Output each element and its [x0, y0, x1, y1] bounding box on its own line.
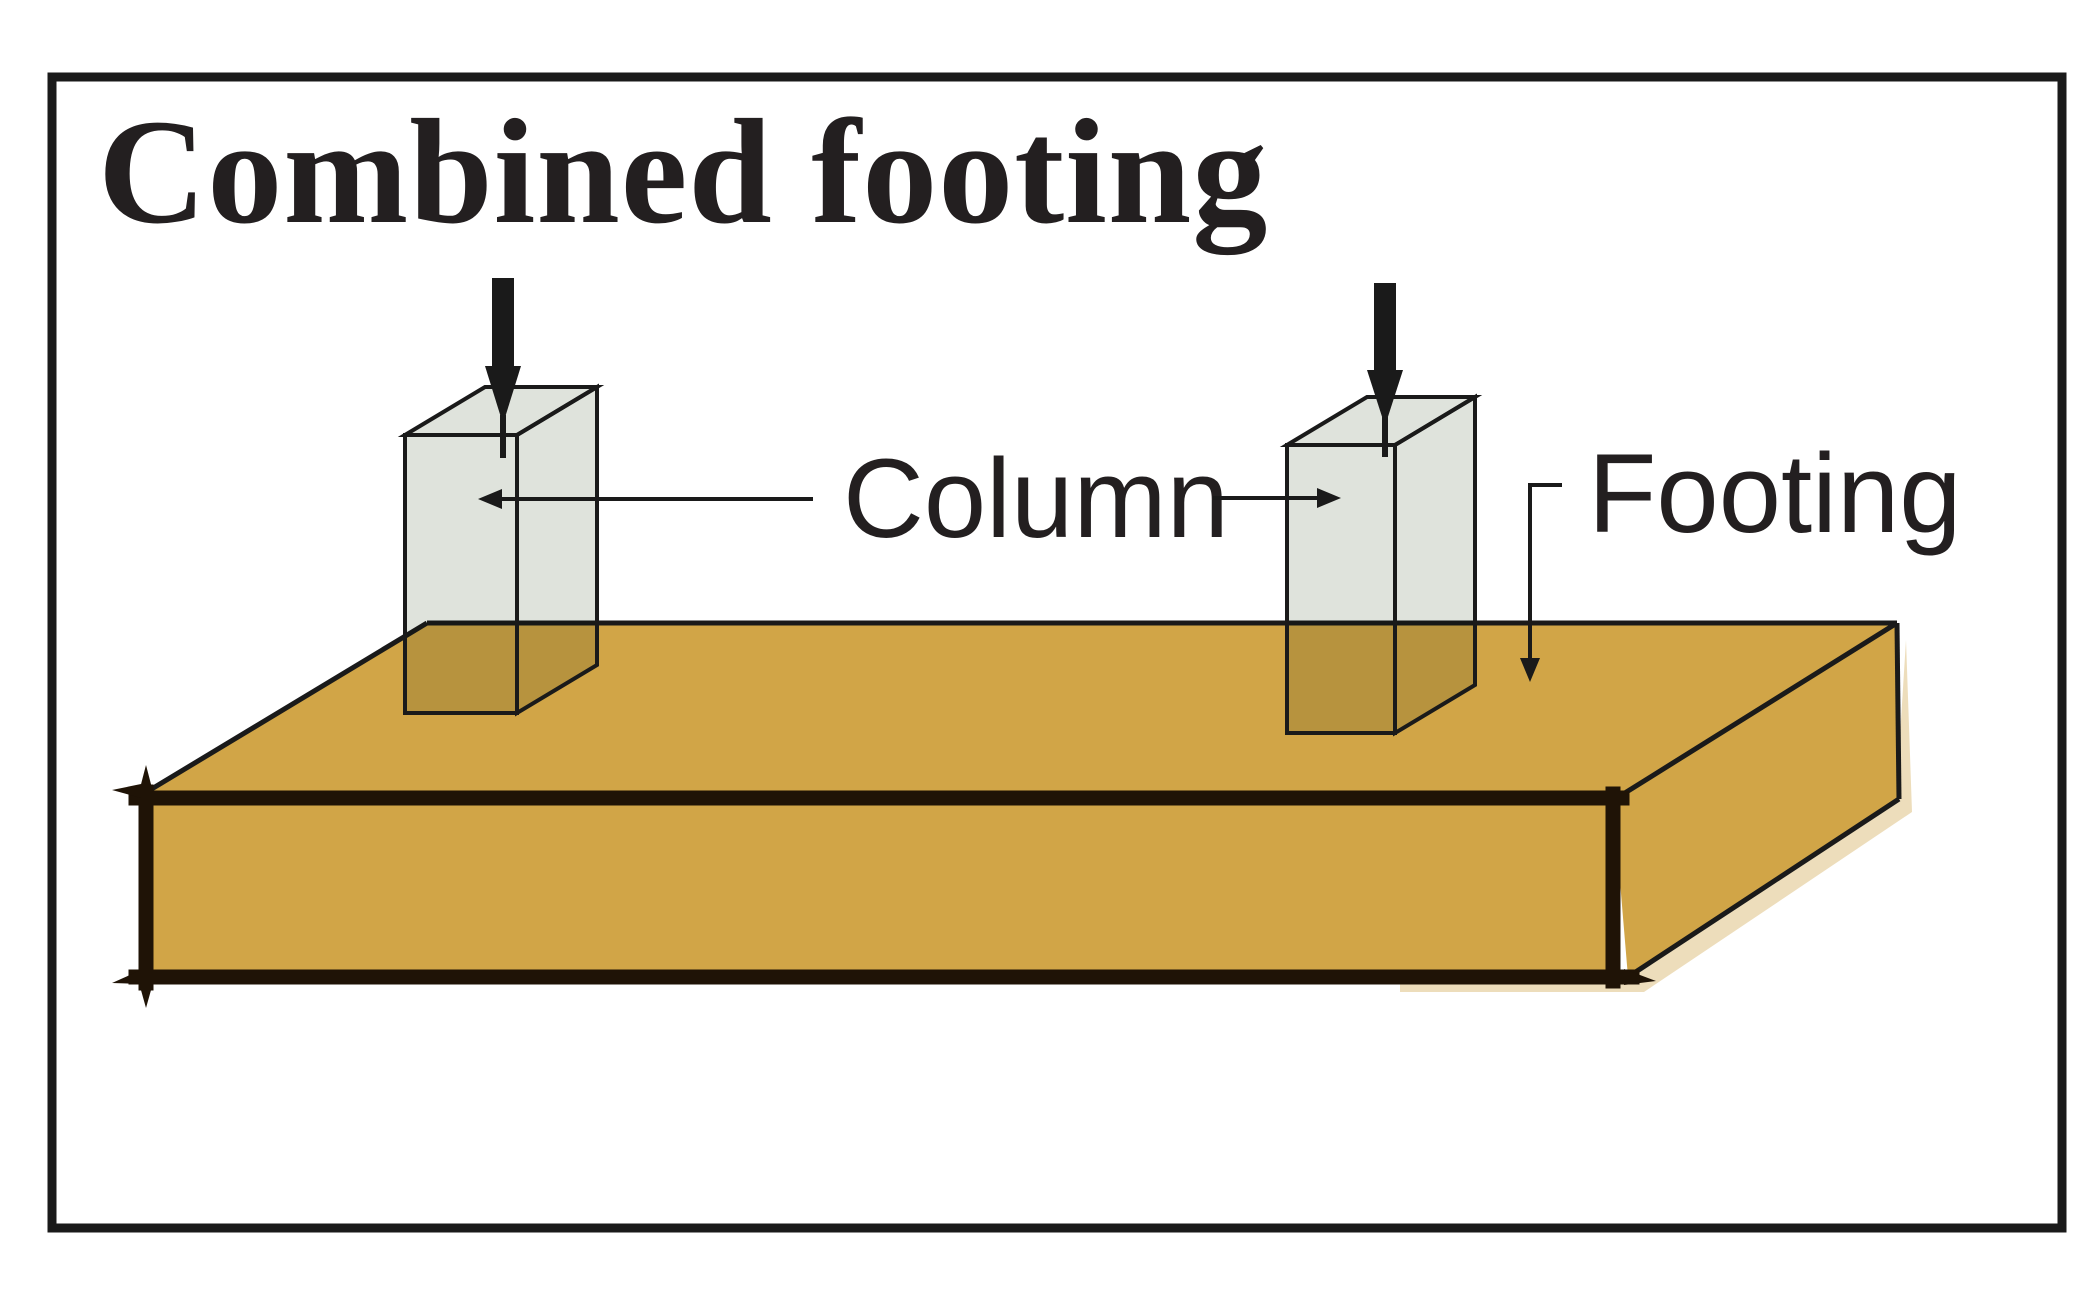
footing-right-edge: [1894, 622, 1902, 800]
spur-bottom-right-out: [1624, 969, 1656, 985]
down-arrow-icon: [485, 278, 521, 458]
border-frame: [47, 72, 2067, 1233]
footing-bottomright-edge: [1626, 796, 1901, 980]
spur-bottom-left-out: [112, 970, 141, 984]
right-column-edges: [1279, 393, 1483, 737]
column-callout: Column: [478, 436, 1341, 561]
right-column-side-face: [1395, 397, 1475, 733]
column-label: Column: [843, 436, 1229, 561]
spur-top-left-out: [112, 784, 141, 798]
leader-arrowhead-left-icon: [478, 489, 502, 509]
page-title: Combined footing: [98, 89, 1268, 255]
footing-heavy-edges: [128, 784, 1640, 991]
footing-right-face: [1613, 624, 1899, 977]
footing-callout: Footing: [1520, 431, 1962, 682]
spur-top-left-up: [139, 765, 153, 792]
arrow-head: [1367, 370, 1403, 426]
arrow-shaft: [492, 278, 514, 366]
leader-arrowhead-right-icon: [1317, 488, 1341, 508]
leader-arrowhead-down-icon: [1520, 658, 1540, 682]
footing-left-top-edge: [138, 620, 429, 799]
arrow-needle: [500, 415, 506, 458]
spur-bottom-left-down: [139, 983, 153, 1008]
right-column: [1279, 283, 1483, 737]
footing-slab: [112, 620, 1912, 1008]
footing-topright-edge: [1618, 620, 1899, 799]
arrow-head: [485, 366, 521, 424]
left-column: [397, 278, 605, 717]
footing-thin-edges: [138, 620, 1902, 980]
corner-spurs: [112, 765, 1656, 1008]
right-column-fill: [1287, 397, 1475, 733]
footing-label: Footing: [1588, 431, 1962, 556]
arrow-shaft: [1374, 283, 1396, 370]
arrow-needle: [1382, 417, 1388, 457]
left-column-side-face: [517, 387, 597, 713]
right-column-front-face: [1287, 445, 1395, 733]
left-column-edges: [397, 383, 605, 717]
right-column-top-face: [1287, 397, 1475, 445]
down-arrow-icon: [1367, 283, 1403, 457]
left-column-front-face: [405, 435, 517, 713]
footing-leader-line: [1528, 483, 1562, 662]
footing-front-face: [146, 798, 1613, 977]
